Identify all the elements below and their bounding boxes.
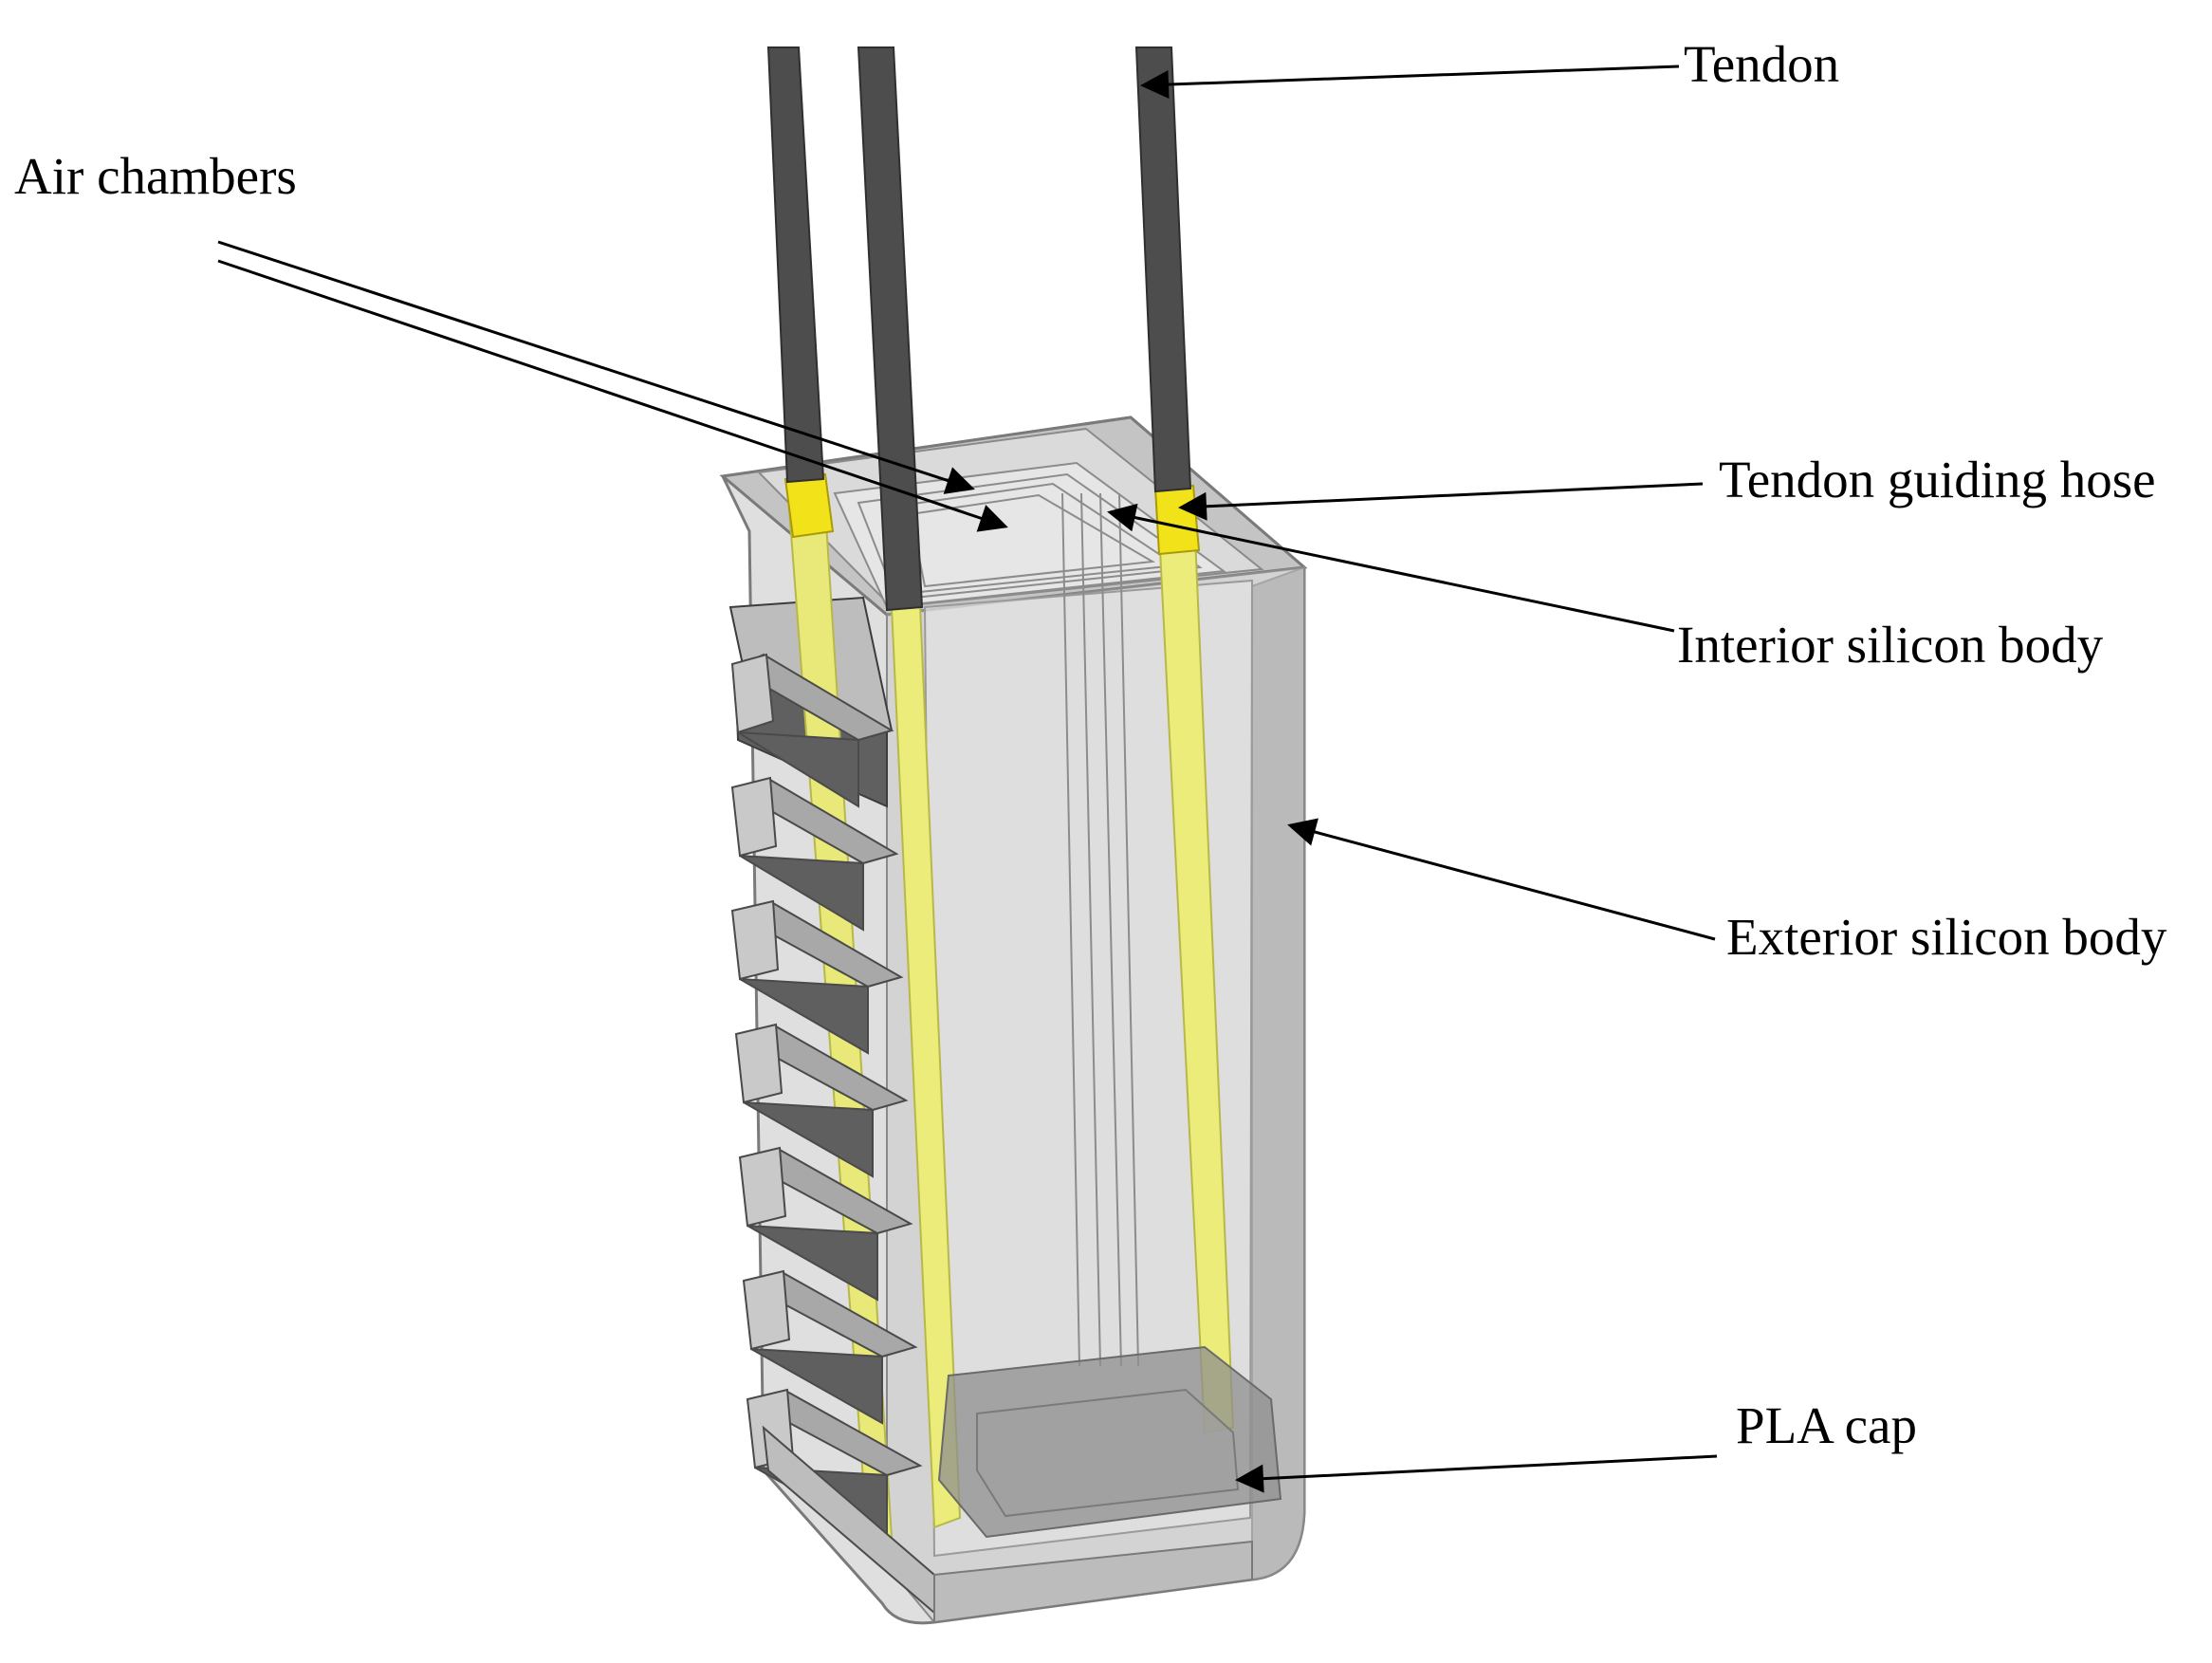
air-chambers-arrow-2 (217, 259, 1008, 532)
label-air-chambers: Air chambers (14, 147, 297, 205)
air-chambers-arrow-1 (217, 240, 975, 494)
hose-arrow (1178, 482, 1704, 521)
label-pla-cap: PLA cap (1736, 1396, 1917, 1454)
label-arrows (217, 65, 1718, 1493)
label-interior-silicon-body: Interior silicon body (1677, 616, 2104, 674)
label-tendon: Tendon (1684, 35, 1840, 93)
tendons (766, 46, 1192, 612)
label-exterior-silicon-body: Exterior silicon body (1726, 908, 2167, 966)
label-tendon-guiding-hose: Tendon guiding hose (1719, 451, 2156, 508)
pla-cap (933, 1345, 1282, 1624)
exterior-arrow (1287, 818, 1716, 941)
pla-cap-arrow (1235, 1454, 1718, 1493)
interior-silicon-body (833, 461, 1226, 1367)
tendon-arrow (1140, 65, 1680, 100)
left-rib-stack (730, 653, 935, 1616)
interior-arrow (1107, 503, 1675, 633)
